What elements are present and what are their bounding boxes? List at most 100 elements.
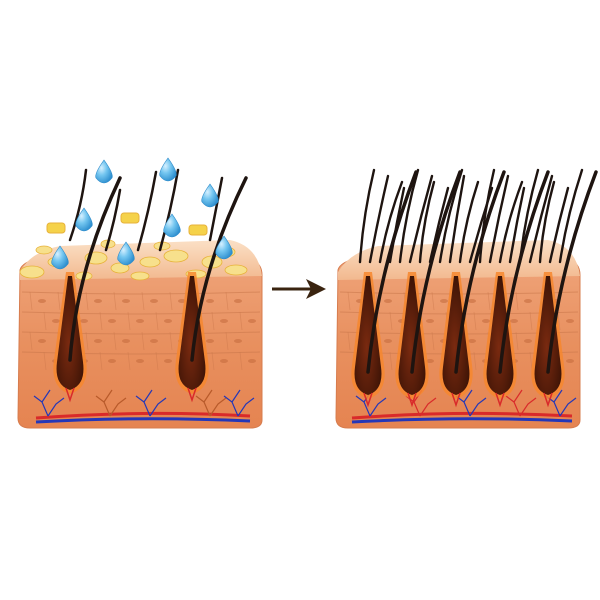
buildup-blob xyxy=(110,262,130,274)
skin-cell-nucleus xyxy=(52,319,60,323)
hair-strand xyxy=(208,176,224,242)
hair-strand xyxy=(546,170,598,374)
artery xyxy=(35,411,251,420)
hair-strand xyxy=(104,188,122,252)
skin-cell-nucleus xyxy=(150,299,158,303)
papilla-vessel xyxy=(451,392,461,408)
hair-strand xyxy=(454,170,506,374)
capillary xyxy=(505,389,537,417)
skin-cell-wall xyxy=(169,331,173,351)
skin-cell-nucleus xyxy=(482,319,490,323)
hair-strand xyxy=(488,174,510,264)
buildup-blob xyxy=(163,249,189,263)
hair-strand xyxy=(378,180,404,264)
skin-cell-wall xyxy=(113,331,117,351)
hair-strand xyxy=(136,170,158,252)
skin-cell-nucleus xyxy=(122,299,130,303)
buildup-flake xyxy=(188,224,208,236)
skin-cell-wall xyxy=(99,351,103,371)
hair-bulb xyxy=(354,276,382,395)
skin-cell-wall xyxy=(85,291,89,311)
skin-cell-nucleus xyxy=(234,299,242,303)
hair-strand xyxy=(528,174,554,264)
hair-strand xyxy=(190,176,248,362)
skin-cell-nucleus xyxy=(524,339,532,343)
skin-block-before xyxy=(17,257,263,429)
skin-cell-nucleus xyxy=(426,359,434,363)
papilla-vessel xyxy=(543,392,553,408)
water-droplet xyxy=(117,241,135,266)
panel-after-treatment xyxy=(335,168,598,429)
papilla-vessel xyxy=(495,392,505,408)
skin-cell-nucleus xyxy=(426,319,434,323)
skin-cell-nucleus xyxy=(38,299,46,303)
hairs-before xyxy=(68,168,248,362)
skin-layer-line xyxy=(21,311,261,315)
hair-strand xyxy=(518,168,540,264)
water-droplet xyxy=(75,207,93,232)
hairs-after xyxy=(358,168,598,374)
skin-cell-wall xyxy=(431,291,435,311)
buildup-blob xyxy=(139,256,161,268)
follicles-after xyxy=(351,272,565,408)
skin-cell-wall xyxy=(155,311,159,331)
panel-before-treatment xyxy=(17,157,263,429)
capillary xyxy=(195,389,227,417)
skin-cell-nucleus xyxy=(468,339,476,343)
skin-cell-nucleus xyxy=(94,339,102,343)
skin-cell-nucleus xyxy=(122,339,130,343)
water-droplet xyxy=(163,213,181,238)
papilla-vessel xyxy=(363,392,373,408)
hair-strand xyxy=(548,186,570,264)
hair-strand xyxy=(498,170,550,374)
skin-cell-wall xyxy=(239,351,243,371)
skin-cell-nucleus xyxy=(220,319,228,323)
skin-cell-wall xyxy=(347,331,351,351)
skin-cell-wall xyxy=(141,331,145,351)
hair-bulb xyxy=(442,276,470,395)
skin-cell-wall xyxy=(389,311,393,331)
skin-cell-wall xyxy=(211,311,215,331)
skin-cell-wall xyxy=(225,291,229,311)
skin-cell-nucleus xyxy=(206,339,214,343)
water-droplet xyxy=(201,183,219,208)
buildup-blob xyxy=(19,265,45,279)
hair-strand xyxy=(508,186,526,264)
skin-cell-wall xyxy=(127,351,131,371)
skin-cell-nucleus xyxy=(136,359,144,363)
skin-cell-wall xyxy=(169,291,173,311)
water-droplet xyxy=(95,159,113,184)
papilla-vessel xyxy=(187,387,197,403)
skin-cell-wall xyxy=(431,331,435,351)
arrow-right-icon xyxy=(272,279,326,299)
skin-cell-nucleus xyxy=(108,319,116,323)
skin-cell-nucleus xyxy=(80,319,88,323)
hair-bulb xyxy=(534,276,562,395)
buildup-blob xyxy=(130,271,150,281)
artery xyxy=(351,411,573,420)
hair-strand xyxy=(418,180,436,264)
skin-cell-nucleus xyxy=(108,359,116,363)
skin-cell-nucleus xyxy=(234,339,242,343)
skin-layer-line xyxy=(21,351,261,355)
skin-cell-wall xyxy=(347,291,351,311)
hair-strand xyxy=(398,168,420,264)
skin-cell-wall xyxy=(515,331,519,351)
skin-cell-wall xyxy=(127,311,131,331)
hair-strand xyxy=(368,174,390,264)
capillary xyxy=(223,389,255,417)
skin-cell-nucleus xyxy=(566,319,574,323)
skin-cell-nucleus xyxy=(164,319,172,323)
skin-cell-nucleus xyxy=(524,299,532,303)
skin-layer-line xyxy=(21,291,261,295)
skin-cell-wall xyxy=(29,291,33,311)
blood-vessels-after xyxy=(351,389,577,424)
skin-cell-wall xyxy=(487,291,491,311)
hair-strand xyxy=(438,168,464,264)
capillary xyxy=(33,389,65,417)
buildup-flake xyxy=(120,212,140,224)
buildup-blob xyxy=(35,245,53,255)
hair-bulb xyxy=(178,276,206,390)
skin-cell-nucleus xyxy=(510,319,518,323)
